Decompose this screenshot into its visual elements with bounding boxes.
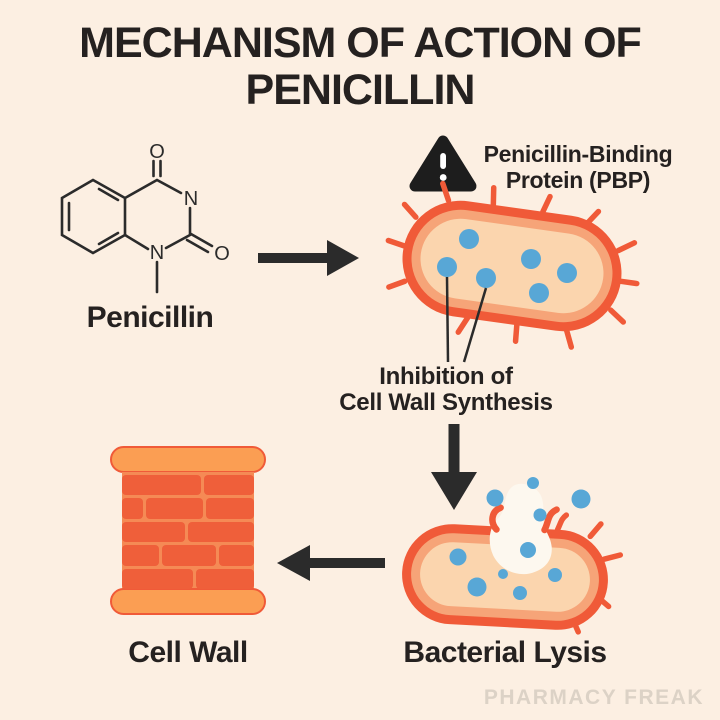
arrow-head — [327, 240, 359, 276]
arrow-right-icon — [258, 240, 359, 276]
brick-row — [122, 498, 254, 519]
brick — [122, 521, 186, 543]
atom-label-o: O — [214, 243, 230, 265]
pbp-dot — [533, 508, 547, 522]
wall-bottom-cap — [110, 587, 266, 615]
arrow-down-icon — [431, 424, 477, 510]
pilus-spike — [512, 322, 520, 344]
pilus-spike — [618, 278, 640, 287]
brick — [203, 475, 254, 496]
page-title-line1: MECHANISM OF ACTION OF — [79, 19, 642, 67]
inhibition-label-line1: Inhibition of — [379, 363, 513, 390]
lysis-burst — [489, 483, 552, 575]
pilus-spike — [601, 552, 624, 562]
bacterial-lysis-label: Bacterial Lysis — [403, 636, 607, 669]
arrow-head — [277, 545, 310, 581]
exclamation-bar — [440, 153, 446, 169]
pilus-spike — [386, 278, 408, 290]
carbonyl-bond — [185, 232, 214, 254]
brick — [122, 545, 159, 566]
pbp-dot — [520, 542, 536, 558]
pilus-spike — [615, 240, 638, 254]
brick — [122, 475, 201, 496]
pbp-label-line1: Penicillin-Binding — [483, 141, 673, 167]
pbp-dot — [571, 489, 591, 509]
page-title-line2: PENICILLIN — [245, 66, 476, 114]
double-bond — [97, 231, 120, 246]
pbp-dot — [513, 586, 527, 600]
membrane-curl — [489, 504, 504, 533]
brick — [122, 568, 193, 589]
penicillin-structure-illustration: O N O N — [60, 141, 230, 294]
pbp-dot — [449, 548, 467, 566]
membrane-curl — [541, 506, 560, 534]
brick — [206, 498, 254, 519]
pbp-dot — [486, 489, 504, 507]
pbp-dot — [476, 268, 496, 288]
pointer-line — [445, 276, 450, 363]
benzene-ring — [60, 178, 127, 255]
pbp-dot — [459, 229, 479, 249]
brick — [218, 545, 254, 566]
pbp-dot — [557, 263, 577, 283]
cell-wall-label: Cell Wall — [128, 636, 248, 669]
pilus-spike — [440, 180, 452, 204]
pointer-line — [462, 287, 488, 363]
pilus-spike — [455, 315, 471, 335]
pbp-dot — [467, 577, 487, 597]
ring-bond — [164, 206, 192, 250]
pilus-spike — [490, 184, 497, 208]
brick-row — [122, 475, 254, 496]
watermark: PHARMACY FREAK — [483, 686, 704, 709]
atom-label-n: N — [184, 188, 198, 210]
pbp-label-line2: Protein (PBP) — [505, 167, 651, 193]
pilus-spike — [608, 307, 627, 325]
pbp-dot — [521, 249, 541, 269]
pbp-dot — [527, 477, 539, 489]
bacterium-illustration — [385, 180, 640, 363]
page-title: MECHANISM OF ACTION OF PENICILLIN — [0, 20, 720, 114]
cell-wall-illustration — [110, 446, 266, 615]
brick — [161, 545, 216, 566]
arrow-head — [431, 472, 477, 510]
pbp-label: Penicillin-Binding Protein (PBP) — [468, 141, 688, 193]
lysed-bacterium-illustration — [402, 477, 624, 635]
exclamation-dot — [439, 174, 447, 181]
pilus-spike — [554, 512, 570, 533]
ring-bond — [123, 178, 183, 200]
brick — [122, 498, 144, 519]
inhibition-label: Inhibition of Cell Wall Synthesis — [310, 364, 582, 416]
pbp-dot — [529, 283, 549, 303]
brick-row — [122, 521, 254, 543]
pbp-dot — [548, 568, 562, 582]
brick — [146, 498, 204, 519]
bacterium-body — [385, 180, 640, 350]
pbp-dot — [437, 257, 457, 277]
inhibition-label-line2: Cell Wall Synthesis — [339, 389, 553, 416]
arrow-left-icon — [277, 545, 385, 581]
pilus-spike — [587, 521, 604, 540]
brick — [195, 568, 254, 589]
pilus-spike — [540, 193, 553, 215]
wall-top-cap — [110, 446, 266, 473]
atom-label-o: O — [149, 141, 165, 163]
ring-bond — [123, 233, 150, 251]
pbp-dot — [498, 569, 508, 579]
brick — [188, 521, 254, 543]
wall-bricks — [122, 472, 254, 589]
pilus-spike — [401, 201, 419, 220]
atom-label-n: N — [150, 242, 164, 264]
brick-row — [122, 545, 254, 566]
double-bond — [97, 187, 120, 202]
pilus-spike — [563, 327, 575, 350]
brick-row — [122, 568, 254, 589]
pilus-spike — [385, 237, 407, 249]
carbonyl-bond — [152, 159, 162, 178]
penicillin-label: Penicillin — [86, 301, 214, 334]
